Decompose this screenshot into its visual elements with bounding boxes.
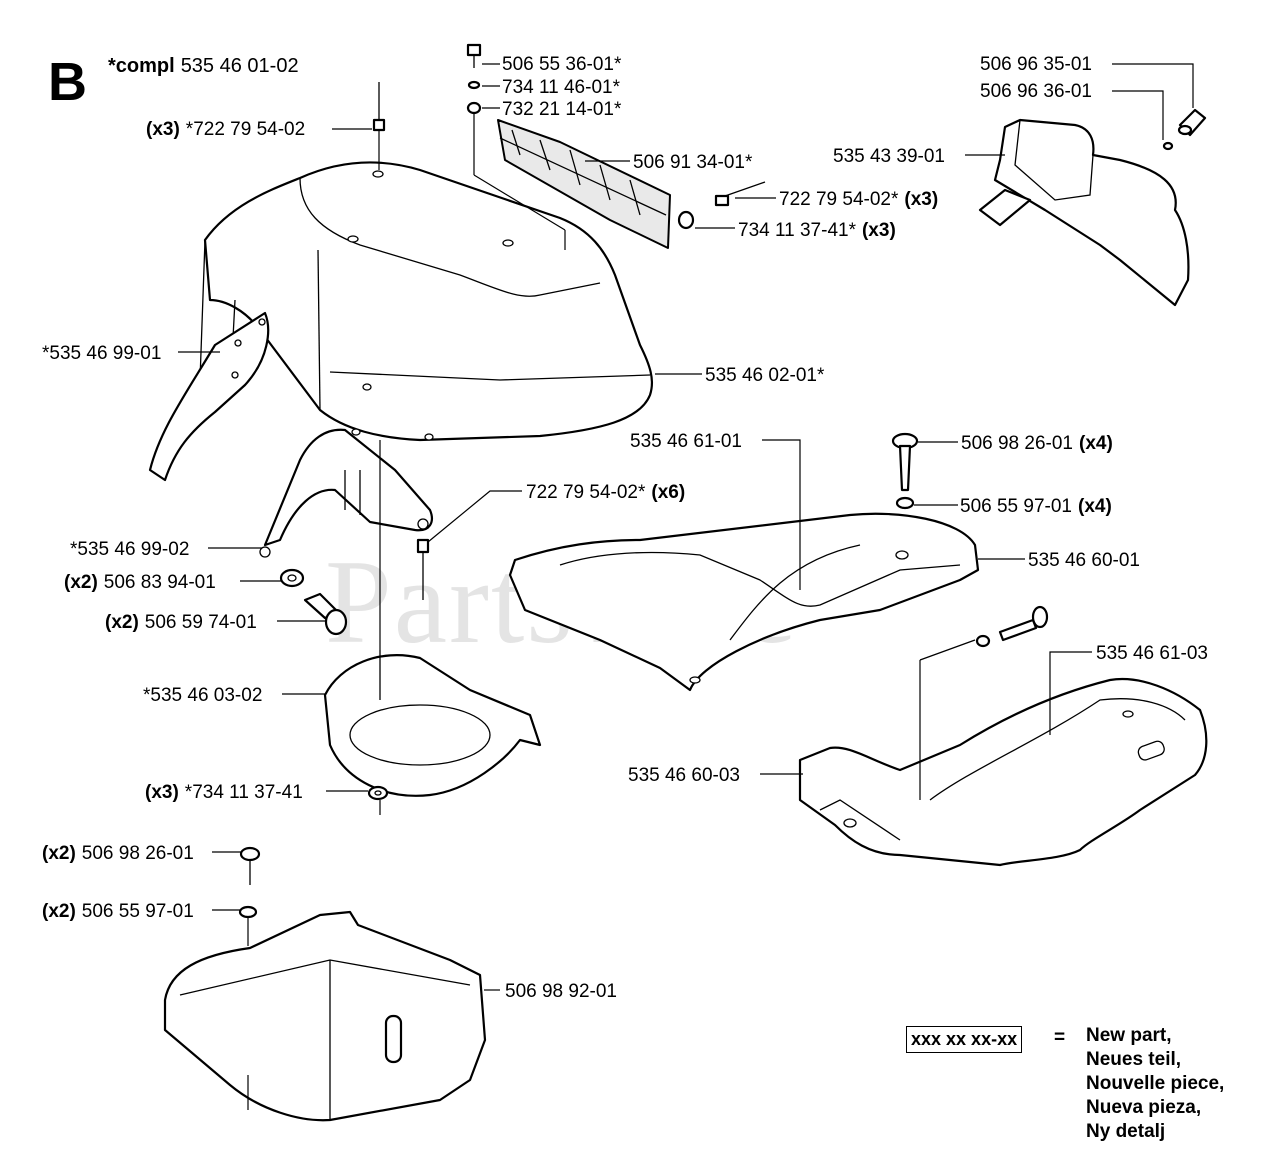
part-label: 535 43 39-01 xyxy=(833,146,945,167)
washer-x3-part xyxy=(677,210,695,230)
cover-part xyxy=(163,910,487,1122)
part-label: 722 79 54-02*(x3) xyxy=(779,189,938,210)
part-label: 506 55 97-01(x4) xyxy=(960,496,1112,517)
knob-part xyxy=(1177,108,1207,137)
shield-part xyxy=(978,118,1190,307)
part-label: (x2)506 83 94-01 xyxy=(64,572,216,593)
part-label: 506 98 92-01 xyxy=(505,981,617,1002)
cup-part xyxy=(323,650,542,797)
legend-equals: = xyxy=(1054,1027,1066,1048)
part-label: 506 96 35-01 xyxy=(980,54,1092,75)
grille-part xyxy=(497,119,671,249)
part-label: *535 46 99-01 xyxy=(42,343,161,364)
legend-line: Neues teil, xyxy=(1086,1049,1182,1070)
leader-lines xyxy=(178,63,1194,991)
part-label: 722 79 54-02*(x6) xyxy=(526,482,685,503)
part-label: (x2)506 59 74-01 xyxy=(105,612,257,633)
part-label: *535 46 99-02 xyxy=(70,539,189,560)
part-label: 535 46 61-01 xyxy=(630,431,742,452)
part-label: 535 46 61-03 xyxy=(1096,643,1208,664)
part-label: 732 21 14-01* xyxy=(502,99,622,120)
washer-part-2 xyxy=(367,785,389,801)
part-label: 506 96 36-01 xyxy=(980,81,1092,102)
legend-text: New part, Neues teil, Nouvelle piece, Nu… xyxy=(1086,1024,1224,1144)
rivet-part xyxy=(372,82,386,170)
legend-line: Nouvelle piece, xyxy=(1086,1073,1225,1094)
part-label: (x3)*722 79 54-02 xyxy=(146,119,305,140)
bolt-part-2 xyxy=(975,605,1049,648)
section-letter: B xyxy=(48,52,87,112)
legend-line: Ny detalj xyxy=(1086,1121,1166,1142)
part-label: (x2)506 98 26-01 xyxy=(42,843,194,864)
part-label: 734 11 37-41*(x3) xyxy=(738,220,896,241)
part-label: (x2)506 55 97-01 xyxy=(42,901,194,922)
floor-panel-part xyxy=(508,512,980,692)
bolt-part xyxy=(303,592,348,636)
bracket-left-part xyxy=(148,311,270,482)
part-label: 535 46 60-03 xyxy=(628,765,740,786)
legend-line: Nueva pieza, xyxy=(1086,1097,1202,1118)
legend-new-part-box: xxx xx xx-xx xyxy=(906,1026,1023,1053)
part-label: 535 46 02-01* xyxy=(705,365,825,386)
part-label: 506 91 34-01* xyxy=(633,152,753,173)
part-label: 535 46 60-01 xyxy=(1028,550,1140,571)
legend-line: New part, xyxy=(1086,1025,1172,1046)
bracket-right-part xyxy=(259,428,433,558)
small-washer-part xyxy=(1162,141,1174,151)
washer-part xyxy=(279,568,305,588)
part-label: *535 46 03-02 xyxy=(143,685,262,706)
screw-part-3 xyxy=(238,846,261,1110)
rivet-x3-part xyxy=(714,181,766,207)
knob-bolt-part xyxy=(891,432,919,510)
part-label: 734 11 46-01* xyxy=(502,77,621,98)
part-label: 506 55 36-01* xyxy=(502,54,622,75)
screw-part xyxy=(466,43,566,250)
rivet-x6-part xyxy=(416,538,430,600)
lower-panel-part xyxy=(798,678,1208,867)
part-label: (x3)*734 11 37-41 xyxy=(145,782,303,803)
hood-part xyxy=(199,161,654,442)
part-label: 506 98 26-01(x4) xyxy=(961,433,1113,454)
